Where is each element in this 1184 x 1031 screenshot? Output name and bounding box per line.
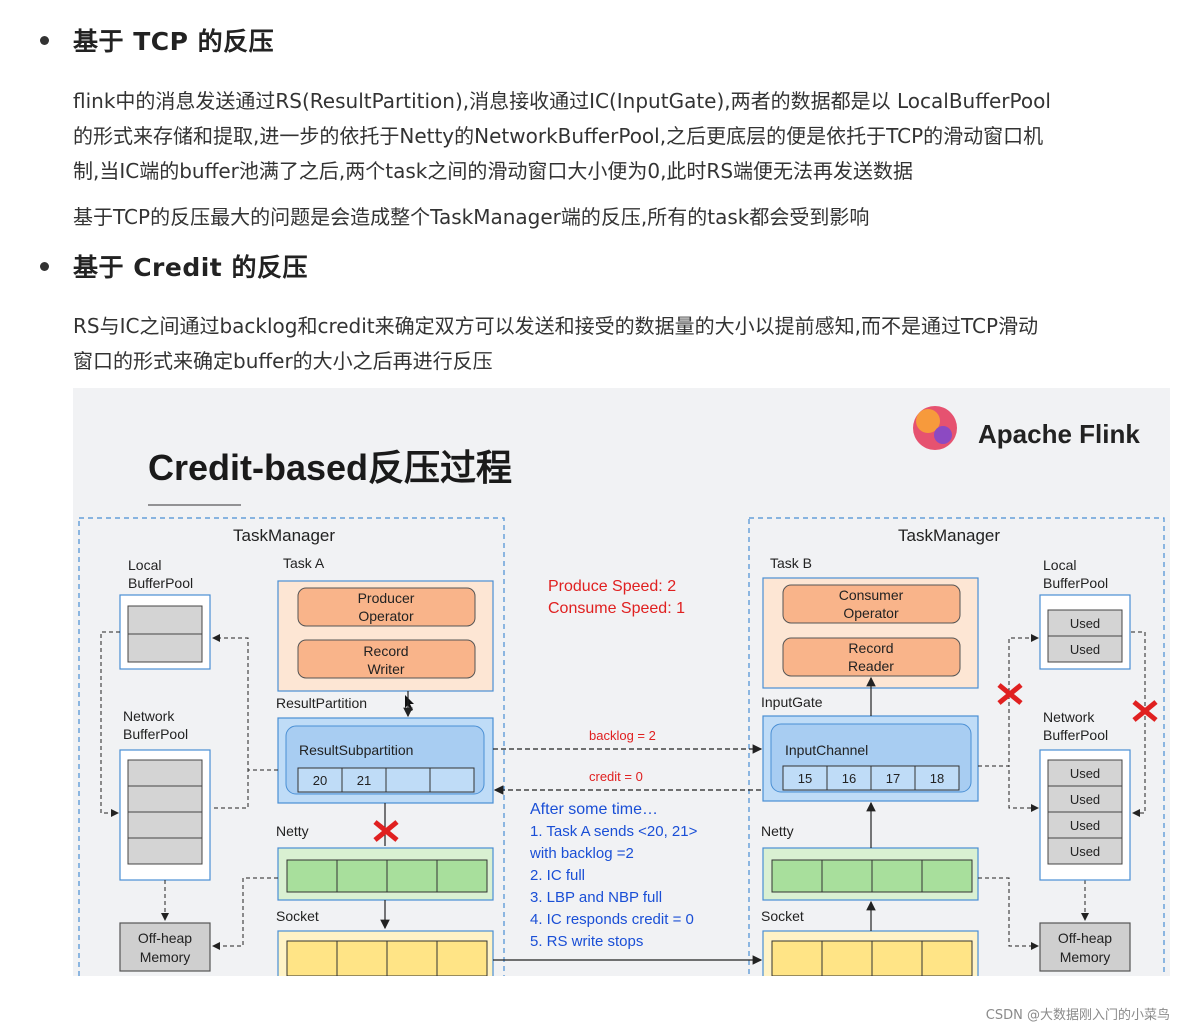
left-network-pool-label-2: BufferPool — [123, 726, 188, 742]
right-netty-label: Netty — [761, 823, 794, 839]
left-socket-label: Socket — [276, 908, 319, 924]
used-buffer-label: Used — [1070, 616, 1100, 631]
tcp-paragraph: flink中的消息发送通过RS(ResultPartition),消息接收通过I… — [73, 89, 1051, 183]
record-reader-label-2: Reader — [848, 658, 894, 674]
right-offheap-label: Off-heap — [1058, 930, 1112, 946]
section-heading-credit: 基于 Credit 的反压 — [40, 248, 308, 284]
consumer-operator-label-2: Operator — [843, 605, 899, 621]
used-buffer-label: Used — [1070, 766, 1100, 781]
csdn-watermark: CSDN @大数据刚入门的小菜鸟 — [985, 1008, 1170, 1023]
right-buffer-cell: 18 — [930, 771, 944, 786]
input-gate-label: InputGate — [761, 694, 823, 710]
cursor-icon — [405, 695, 414, 711]
section-heading-tcp: 基于 TCP 的反压 — [40, 22, 274, 58]
left-taskmanager-label: TaskManager — [233, 526, 335, 545]
step-3: 3. LBP and NBP full — [530, 889, 662, 906]
left-buffer-cell: 21 — [357, 773, 371, 788]
record-reader-label: Record — [848, 640, 893, 656]
producer-operator-label: Producer — [358, 590, 415, 606]
step-5: 5. RS write stops — [530, 933, 643, 950]
task-a-label: Task A — [283, 555, 325, 571]
right-network-pool-label: Network — [1043, 709, 1095, 725]
consume-speed-text: Consume Speed: 1 — [548, 600, 685, 617]
steps-title: After some time… — [530, 801, 658, 818]
produce-speed-text: Produce Speed: 2 — [548, 578, 676, 595]
flink-logo-icon — [913, 406, 957, 450]
step-2: 2. IC full — [530, 867, 585, 884]
right-buffer-cell: 17 — [886, 771, 900, 786]
producer-operator-label-2: Operator — [358, 608, 414, 624]
apache-flink-brand: Apache Flink — [978, 419, 1140, 449]
backlog-label: backlog = 2 — [589, 728, 656, 743]
right-network-pool-label-2: BufferPool — [1043, 727, 1108, 743]
credit-backpressure-diagram: Credit-based反压过程 Apache Flink TaskManage… — [73, 388, 1170, 976]
left-buffer-row: 20 21 — [297, 767, 475, 793]
right-taskmanager-label: TaskManager — [898, 526, 1000, 545]
bullet-icon — [40, 261, 49, 271]
step-4: 4. IC responds credit = 0 — [530, 911, 694, 928]
credit-paragraph: RS与IC之间通过backlog和credit来确定双方可以发送和接受的数据量的… — [73, 314, 1039, 373]
left-local-pool-label: Local — [128, 557, 161, 573]
step-1-cont: with backlog =2 — [529, 845, 634, 862]
result-subpartition-label: ResultSubpartition — [299, 742, 413, 758]
diagram-title: Credit-based反压过程 — [148, 447, 512, 488]
record-writer-label: Record — [363, 643, 408, 659]
left-network-pool-label: Network — [123, 708, 175, 724]
bullet-icon — [40, 35, 49, 45]
right-buffer-cell: 15 — [798, 771, 812, 786]
blocked-x-icon — [1132, 700, 1158, 722]
record-writer-label-2: Writer — [367, 661, 404, 677]
credit-label: credit = 0 — [589, 769, 643, 784]
right-local-pool-label: Local — [1043, 557, 1076, 573]
blocked-x-icon — [373, 820, 399, 842]
left-taskmanager-frame — [78, 517, 505, 976]
right-offheap-label-2: Memory — [1060, 949, 1111, 965]
left-buffer-cell: 20 — [313, 773, 327, 788]
right-buffer-row: 15 16 17 18 — [782, 765, 960, 791]
task-b-label: Task B — [770, 555, 812, 571]
result-partition-label: ResultPartition — [276, 695, 367, 711]
left-offheap-label: Off-heap — [138, 930, 192, 946]
consumer-operator-label: Consumer — [839, 587, 904, 603]
left-local-pool-label-2: BufferPool — [128, 575, 193, 591]
left-netty-label: Netty — [276, 823, 309, 839]
right-taskmanager-frame — [748, 517, 1165, 976]
used-buffer-label: Used — [1070, 642, 1100, 657]
step-1: 1. Task A sends <20, 21> — [530, 823, 698, 840]
input-channel-label: InputChannel — [785, 742, 868, 758]
left-offheap-label-2: Memory — [140, 949, 191, 965]
blocked-x-icon — [997, 683, 1023, 705]
used-buffer-label: Used — [1070, 792, 1100, 807]
tcp-problem-paragraph: 基于TCP的反压最大的问题是会造成整个TaskManager端的反压,所有的ta… — [73, 205, 870, 229]
right-local-pool-label-2: BufferPool — [1043, 575, 1108, 591]
used-buffer-label: Used — [1070, 818, 1100, 833]
used-buffer-label: Used — [1070, 844, 1100, 859]
right-buffer-cell: 16 — [842, 771, 856, 786]
right-socket-label: Socket — [761, 908, 804, 924]
